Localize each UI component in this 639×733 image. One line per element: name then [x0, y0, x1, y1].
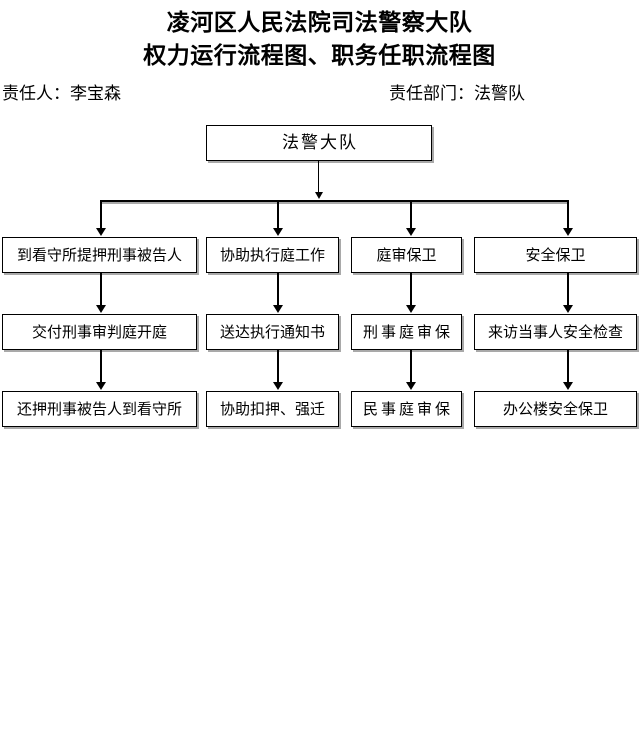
arrowhead-col2-row2	[273, 305, 283, 313]
arrowhead-col4-row1	[563, 228, 573, 236]
arrowhead-col3-row3	[406, 382, 416, 390]
node-col1-step2-label: 交付刑事审判庭开庭	[31, 323, 167, 341]
node-col1-step1-label: 到看守所提押刑事被告人	[16, 246, 182, 264]
node-col3-step1[interactable]: 庭审保卫	[351, 237, 462, 273]
connector-col1-r2-r3	[100, 350, 102, 384]
node-col3-step2[interactable]: 刑事庭审保	[351, 314, 462, 350]
node-col4-step1[interactable]: 安全保卫	[474, 237, 637, 273]
connector-col2-r1-r2	[277, 273, 279, 307]
node-root[interactable]: 法警大队	[206, 125, 432, 161]
connector-bus-drop-col4	[567, 200, 569, 230]
node-col2-step1-label: 协助执行庭工作	[219, 246, 325, 264]
node-col1-step3[interactable]: 还押刑事被告人到看守所	[2, 391, 197, 427]
page-title-line-1: 凌河区人民法院司法警察大队	[166, 10, 473, 36]
connector-col3-r2-r3	[410, 350, 412, 384]
node-col3-step2-label: 刑事庭审保	[362, 323, 453, 341]
node-col2-step3-label: 协助扣押、强迁	[219, 400, 325, 418]
arrowhead-col2-row1	[273, 228, 283, 236]
connector-col4-r2-r3	[567, 350, 569, 384]
node-col3-step3-label: 民事庭审保	[362, 400, 453, 418]
arrowhead-col1-row3	[96, 382, 106, 390]
connector-bus-drop-col2	[277, 200, 279, 230]
node-root-label: 法警大队	[282, 133, 358, 153]
connector-bus	[101, 200, 568, 202]
responsible-person-label: 责任人：李宝森	[2, 84, 121, 104]
node-col3-step1-label: 庭审保卫	[376, 246, 437, 264]
arrowhead-col1-row1	[96, 228, 106, 236]
node-col4-step1-label: 安全保卫	[525, 246, 586, 264]
arrowhead-col3-row2	[406, 305, 416, 313]
arrowhead-col4-row2	[563, 305, 573, 313]
arrowhead-col3-row1	[406, 228, 416, 236]
node-col2-step2-label: 送达执行通知书	[219, 323, 325, 341]
node-col4-step3-label: 办公楼安全保卫	[502, 400, 608, 418]
connector-col4-r1-r2	[567, 273, 569, 307]
arrowhead-col4-row3	[563, 382, 573, 390]
node-col4-step3[interactable]: 办公楼安全保卫	[474, 391, 637, 427]
node-col1-step2[interactable]: 交付刑事审判庭开庭	[2, 314, 197, 350]
connector-col3-r1-r2	[410, 273, 412, 307]
connector-bus-drop-col3	[410, 200, 412, 230]
connector-root-stem	[318, 161, 319, 193]
node-col4-step2-label: 来访当事人安全检查	[487, 323, 623, 341]
node-col4-step2[interactable]: 来访当事人安全检查	[474, 314, 637, 350]
page-title-line-2: 权力运行流程图、职务任职流程图	[143, 43, 496, 69]
connector-col2-r2-r3	[277, 350, 279, 384]
arrowhead-col1-row2	[96, 305, 106, 313]
node-col2-step1[interactable]: 协助执行庭工作	[206, 237, 339, 273]
node-col3-step3[interactable]: 民事庭审保	[351, 391, 462, 427]
node-col1-step1[interactable]: 到看守所提押刑事被告人	[2, 237, 197, 273]
connector-col1-r1-r2	[100, 273, 102, 307]
node-col2-step3[interactable]: 协助扣押、强迁	[206, 391, 339, 427]
arrowhead-root-stem	[315, 192, 323, 199]
node-col2-step2[interactable]: 送达执行通知书	[206, 314, 339, 350]
connector-bus-drop-col1	[100, 200, 102, 230]
responsible-department-label: 责任部门：法警队	[389, 84, 525, 104]
node-col1-step3-label: 还押刑事被告人到看守所	[16, 400, 182, 418]
arrowhead-col2-row3	[273, 382, 283, 390]
